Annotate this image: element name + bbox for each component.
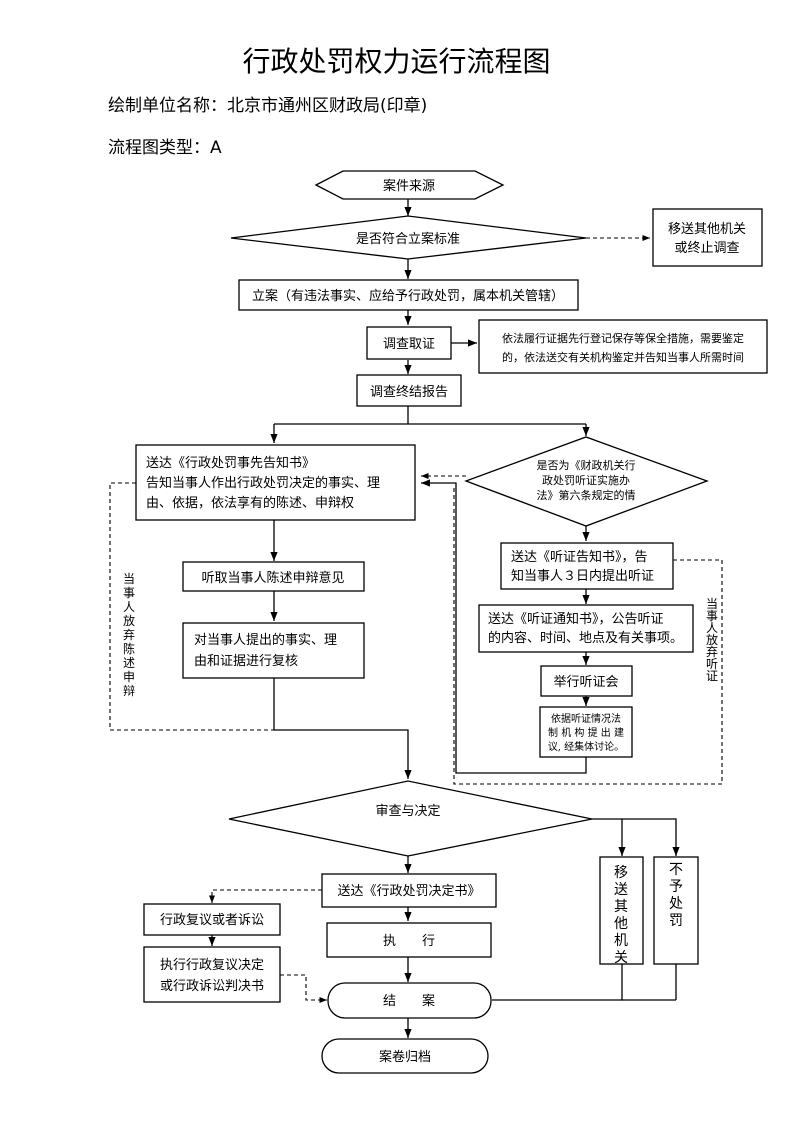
svg-text:举行听证会: 举行听证会 [553,675,618,690]
report-box: 调查终结报告 [356,374,462,407]
evidence-note-line-1: 依法履行证据先行登记保存等保全措施，需要鉴定 [502,331,744,345]
legal-advice-line-2: 制 机 构 提 出 建 [548,726,624,739]
review-box: 对当事人提出的事实、理 由和证据进行复核 [182,622,365,679]
judgment-line-2: 或行政诉讼判决书 [160,979,264,994]
evidence-note-line-2: 的，依法送交有关机构鉴定并告知当事人所需时间 [502,350,744,364]
transfer-other-box: 移送其他机关 [599,856,644,966]
close-node: 结 案 [327,982,492,1019]
prior-notice-line-2: 告知当事人作出行政处罚决定的事实、理 [146,475,380,491]
prior-notice-box: 送达《行政处罚事先告知书》 告知当事人作出行政处罚决定的事实、理 由、依据，依法… [135,444,416,521]
transfer-or-stop-box: 移送其他机关 或终止调查 [652,208,763,267]
no-penalty-text: 不予处罚 [669,862,683,929]
transfer-other-text: 移送其他机关 [614,865,628,966]
transfer-or-stop-line-1: 移送其他机关 [668,222,746,237]
waive-hearing-text: 当事人放弃听证 [706,597,718,683]
legal-advice-line-3: 议, 经集体讨论。 [548,740,624,753]
hold-hearing-box: 举行听证会 [540,665,633,697]
svg-text:送达《行政处罚决定书》: 送达《行政处罚决定书》 [337,884,480,899]
svg-text:结 案: 结 案 [383,994,435,1009]
waive-hearing-label: 当事人放弃听证 [706,597,718,683]
hearing-check-line-3: 法》第六条规定的情 [537,488,636,502]
hearing-check-line-2: 政处罚听证实施办 [542,473,630,487]
judgment-line-1: 执行行政复议决定 [160,958,264,973]
svg-text:是否符合立案标准: 是否符合立案标准 [356,231,460,247]
archive-node: 案卷归档 [321,1038,489,1074]
listen-box: 听取当事人陈述申辩意见 [182,561,365,592]
waive-statement-label: 当事人放弃陈述申辩 [123,572,135,698]
prior-notice-line-3: 由、依据，依法享有的陈述、申辩权 [146,495,354,511]
prior-notice-line-1: 送达《行政处罚事先告知书》 [146,455,315,471]
evidence-note-box: 依法履行证据先行登记保存等保全措施，需要鉴定 的，依法送交有关机构鉴定并告知当事… [478,319,768,374]
waive-statement-text: 当事人放弃陈述申辩 [123,572,135,698]
hearing-notice-2-line-1: 送达《听证通知书》，公告听证 [488,611,664,627]
hearing-notice-2-line-2: 的内容、时间、地点及有关事项。 [488,630,683,646]
svg-text:调查取证: 调查取证 [383,337,435,352]
review-line-2: 由和证据进行复核 [194,654,298,669]
page-title: 行政处罚权力运行流程图 [242,45,551,78]
svg-text:执 行: 执 行 [383,934,435,949]
case-source-node: 案件来源 [314,170,505,200]
judgment-box: 执行行政复议决定 或行政诉讼判决书 [143,946,281,1003]
legal-advice-line-1: 依据听证情况法 [551,712,621,725]
legal-advice-box: 依据听证情况法 制 机 构 提 出 建 议, 经集体讨论。 [539,706,633,758]
flowchart-type: 流程图类型：A [108,138,222,158]
svg-text:案件来源: 案件来源 [383,179,435,194]
hearing-check-line-1: 是否为《财政机关行 [537,458,636,472]
hearing-check-decision: 是否为《财政机关行 政处罚听证实施办 法》第六条规定的情 [464,436,709,527]
execute-box: 执 行 [326,922,492,958]
connector-lines [208,199,680,1038]
svg-text:立案（有违法事实、应给予行政处罚，属本机关管辖）: 立案（有违法事实、应给予行政处罚，属本机关管辖） [252,288,564,304]
svg-text:案卷归档: 案卷归档 [379,1049,431,1065]
hearing-notice-1-line-2: 知当事人３日内提出听证 [511,568,654,584]
svg-text:行政复议或者诉讼: 行政复议或者诉讼 [160,913,264,928]
investigate-box: 调查取证 [366,326,452,360]
decision-doc-box: 送达《行政处罚决定书》 [321,873,497,908]
no-penalty-box: 不予处罚 [653,856,699,965]
standard-check-decision: 是否符合立案标准 [230,215,587,260]
filing-box: 立案（有违法事实、应给予行政处罚，属本机关管辖） [238,279,579,311]
decide-decision: 审查与决定 [228,780,593,857]
drafting-unit: 绘制单位名称：北京市通州区财政局(印章) [108,96,428,116]
review-line-1: 对当事人提出的事实、理 [194,632,337,648]
svg-text:审查与决定: 审查与决定 [375,804,440,819]
reconsider-box: 行政复议或者诉讼 [143,903,281,936]
hearing-notice-1-box: 送达《听证告知书》，告 知当事人３日内提出听证 [500,542,674,590]
svg-text:听取当事人陈述申辩意见: 听取当事人陈述申辩意见 [201,570,344,586]
transfer-or-stop-line-2: 或终止调查 [674,240,739,256]
hearing-notice-2-box: 送达《听证通知书》，公告听证 的内容、时间、地点及有关事项。 [478,604,694,653]
dashed-connectors [109,234,723,1004]
hearing-notice-1-line-1: 送达《听证告知书》，告 [511,549,648,565]
svg-text:调查终结报告: 调查终结报告 [370,384,448,400]
